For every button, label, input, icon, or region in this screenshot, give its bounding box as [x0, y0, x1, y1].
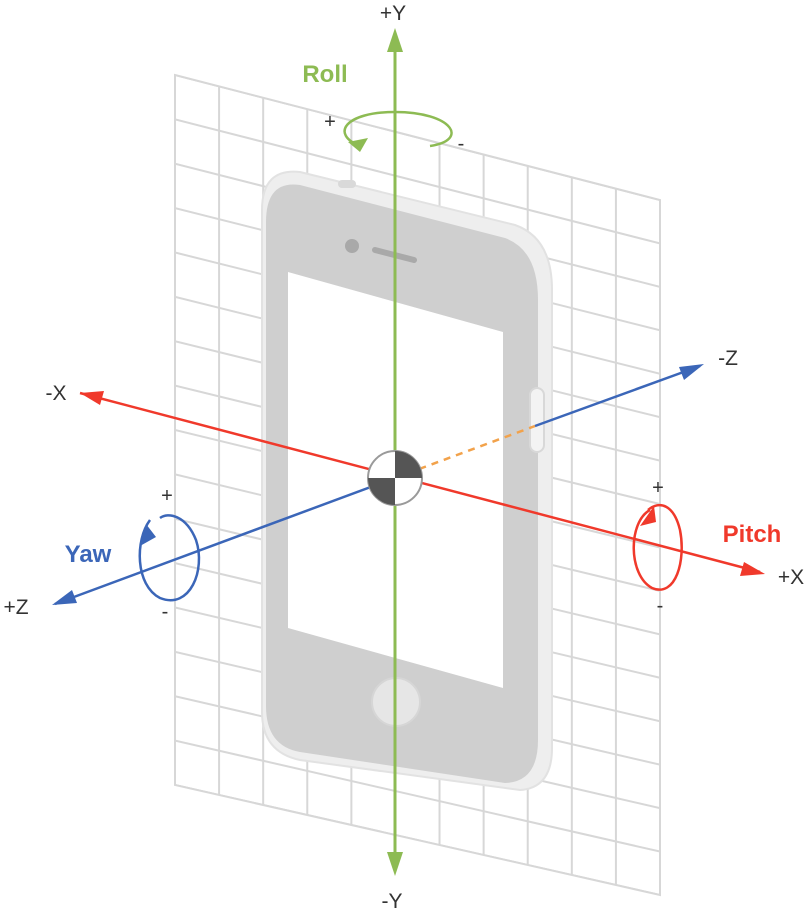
pitch-rotation-indicator: [632, 504, 683, 591]
y-pos-arrowhead: [387, 28, 403, 52]
z-neg-arrowhead: [679, 364, 704, 380]
roll-arc: [343, 110, 453, 148]
x-pos-arrowhead: [740, 562, 765, 576]
z-pos-arrowhead: [52, 590, 77, 605]
pitch-plus-label: +: [652, 477, 664, 499]
pitch-arrowhead: [640, 506, 656, 526]
y-neg-label: -Y: [382, 890, 403, 913]
roll-plus-label: +: [324, 111, 336, 133]
yaw-arrowhead: [140, 524, 156, 546]
yaw-plus-label: +: [161, 485, 173, 507]
pitch-minus-label: -: [657, 595, 664, 617]
z-neg-label: -Z: [718, 347, 738, 370]
top-button: [338, 180, 356, 188]
yaw-rotation-indicator: [138, 514, 201, 602]
x-neg-label: -X: [46, 382, 67, 405]
x-pos-label: +X: [778, 566, 804, 589]
roll-minus-label: -: [458, 133, 465, 155]
grid-line-horizontal: [175, 118, 660, 245]
phone-camera: [345, 239, 359, 253]
roll-arrowhead: [348, 138, 368, 152]
pitch-arc: [632, 504, 683, 591]
roll-label: Roll: [302, 61, 347, 88]
yaw-arc: [138, 514, 201, 602]
yaw-label: Yaw: [65, 541, 112, 568]
origin-marker: [367, 450, 423, 506]
pitch-label: Pitch: [723, 521, 782, 548]
y-neg-arrowhead: [387, 852, 403, 876]
side-button: [529, 387, 545, 453]
z-pos-label: +Z: [3, 596, 28, 619]
grid-outline: [174, 73, 661, 897]
x-neg-arrowhead: [80, 391, 104, 405]
yaw-minus-label: -: [162, 601, 169, 623]
y-pos-label: +Y: [380, 2, 406, 25]
roll-rotation-indicator: [343, 110, 453, 152]
grid-line-horizontal: [175, 739, 660, 853]
z-axis: [52, 364, 704, 606]
